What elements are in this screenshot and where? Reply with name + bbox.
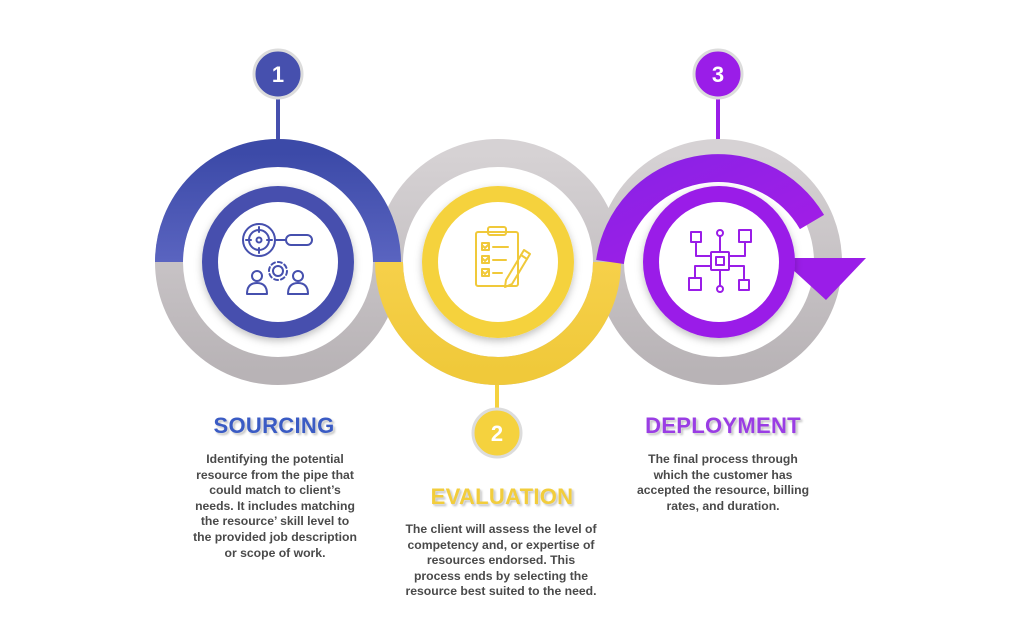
ring-2-arc xyxy=(375,261,621,385)
step-badge-3: 3 xyxy=(692,48,744,100)
step-title-deployment: DEPLOYMENT xyxy=(645,413,801,438)
step-badge-1: 1 xyxy=(252,48,304,100)
step-number-1: 1 xyxy=(272,62,284,87)
step-number-2: 2 xyxy=(491,421,503,446)
inner-disc-3 xyxy=(659,202,779,322)
step-badge-2: 2 xyxy=(471,407,523,459)
step-description-sourcing: Identifying the potential resource from … xyxy=(193,452,357,560)
step-title-sourcing: SOURCING xyxy=(213,413,335,438)
inner-disc-2 xyxy=(438,202,558,322)
step-number-3: 3 xyxy=(712,62,724,87)
circuit-network-icon xyxy=(688,229,752,293)
search-gear-people-icon xyxy=(242,223,313,295)
ring-3-arrowhead xyxy=(780,258,866,300)
ring-3-arc xyxy=(596,154,825,265)
ring-1-arc xyxy=(155,139,401,263)
step-description-deployment: The final process through which the cust… xyxy=(636,452,810,513)
step-title-evaluation: EVALUATION xyxy=(430,484,574,509)
checklist-clipboard-icon xyxy=(475,226,531,288)
step-description-evaluation: The client will assess the level of comp… xyxy=(405,522,597,599)
